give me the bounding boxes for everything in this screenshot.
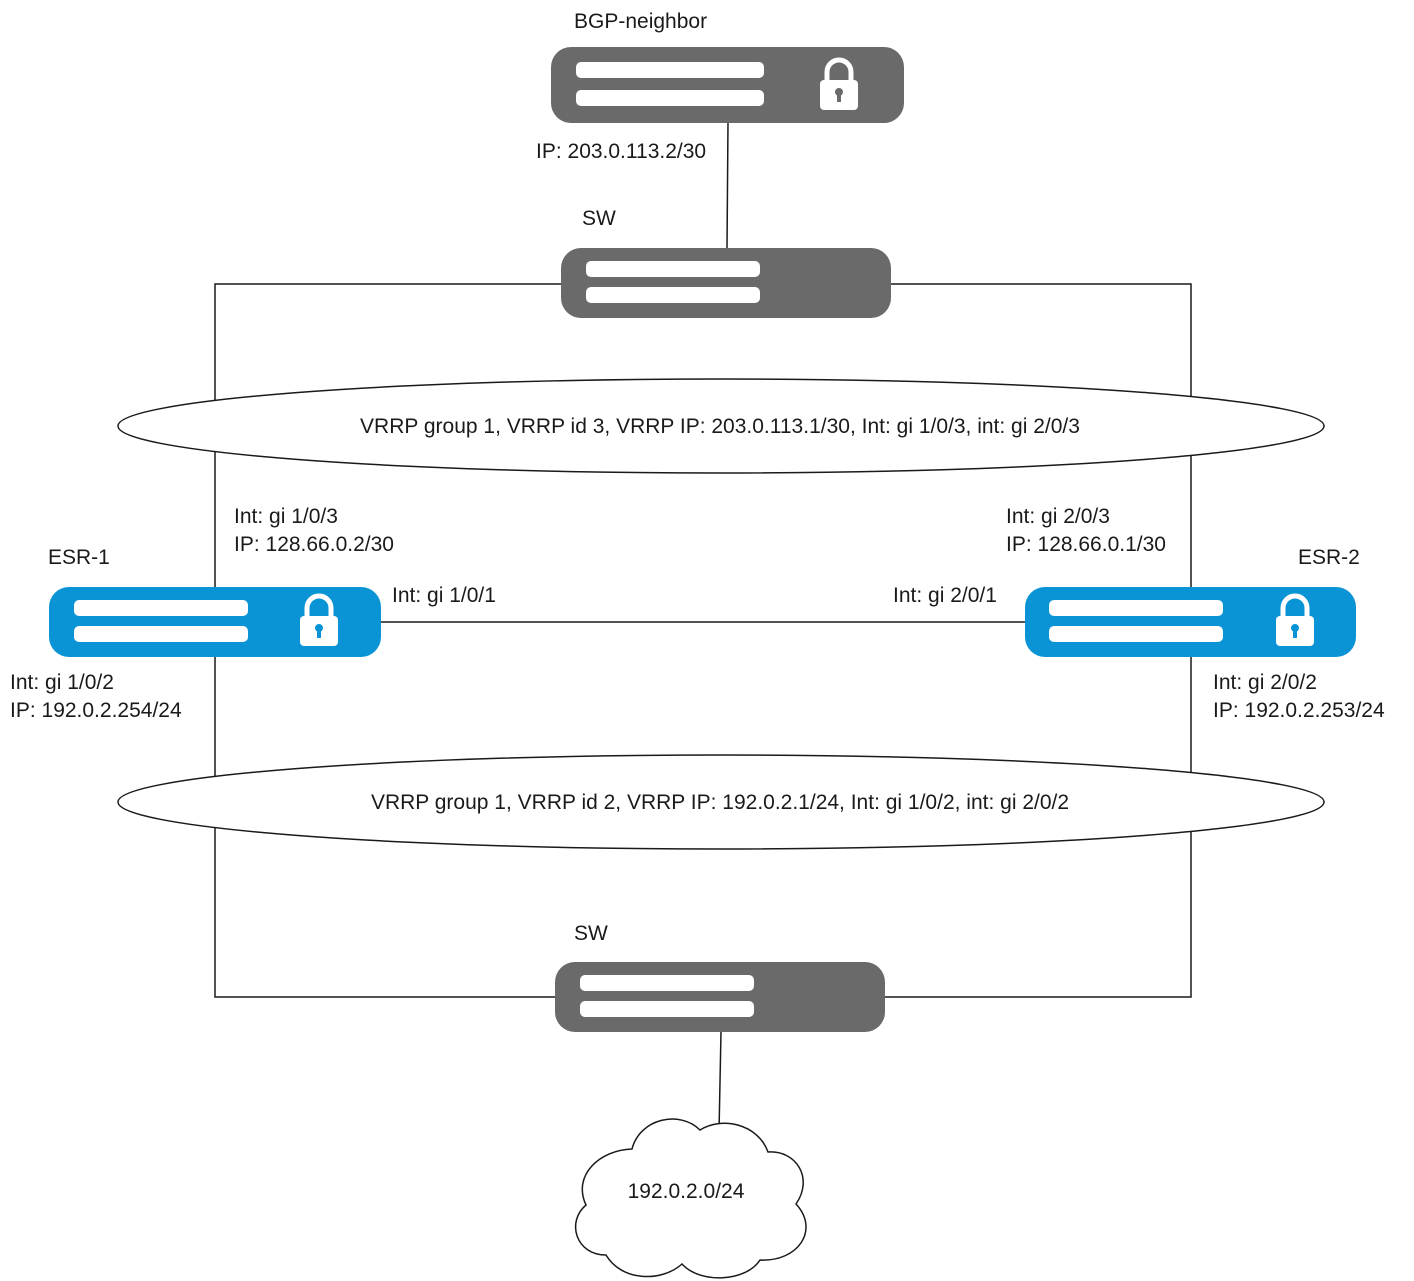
esr2-link-int: Int: gi 2/0/1: [893, 584, 997, 607]
lock-icon: [820, 57, 858, 110]
esr1-lan-int: Int: gi 1/0/2: [10, 671, 114, 694]
sw-top-port-1: [586, 261, 760, 277]
esr1-link-int: Int: gi 1/0/1: [392, 584, 496, 607]
connection-lines: [214, 121, 1192, 1133]
bgp-neighbor-port-2: [576, 90, 764, 106]
cloud-label: 192.0.2.0/24: [628, 1180, 745, 1203]
esr1-uplink-ip: IP: 128.66.0.2/30: [234, 533, 394, 556]
esr1-label: ESR-1: [48, 546, 110, 569]
sw-top-port-2: [586, 287, 760, 303]
bgp-neighbor-ip: IP: 203.0.113.2/30: [536, 140, 706, 163]
sw-bottom-port-1: [580, 975, 754, 991]
esr2-lan-int: Int: gi 2/0/2: [1213, 671, 1317, 694]
vrrp-ellipse-lower: [117, 754, 1325, 850]
esr2-lan-ip: IP: 192.0.2.253/24: [1213, 699, 1385, 722]
esr1-device: [49, 587, 381, 657]
esr2-label: ESR-2: [1298, 546, 1360, 569]
esr2-device: [1025, 587, 1356, 657]
sw-bottom-port-2: [580, 1001, 754, 1017]
sw-bottom-device: [555, 962, 885, 1032]
vrrp-label-upper: VRRP group 1, VRRP id 3, VRRP IP: 203.0.…: [360, 415, 1080, 438]
esr2-port-2: [1049, 626, 1223, 642]
esr1-lan-ip: IP: 192.0.2.254/24: [10, 699, 182, 722]
sw-bottom-body: [555, 962, 885, 1032]
link-bgp-to-sw-top: [726, 121, 729, 249]
esr1-port-2: [74, 626, 248, 642]
bgp-neighbor-device: [551, 47, 904, 123]
esr1-port-1: [74, 600, 248, 616]
esr2-uplink-ip: IP: 128.66.0.1/30: [1006, 533, 1166, 556]
link-esr1-to-sw-bottom: [214, 656, 556, 998]
bgp-neighbor-label: BGP-neighbor: [574, 10, 707, 33]
esr2-port-1: [1049, 600, 1223, 616]
link-sw-top-to-esr1: [214, 283, 562, 588]
esr2-uplink-int: Int: gi 2/0/3: [1006, 505, 1110, 528]
vrrp-label-lower: VRRP group 1, VRRP id 2, VRRP IP: 192.0.…: [371, 791, 1069, 814]
vrrp-group-lower: VRRP group 1, VRRP id 2, VRRP IP: 192.0.…: [117, 754, 1325, 850]
sw-top-label: SW: [582, 207, 616, 230]
bgp-neighbor-port-1: [576, 62, 764, 78]
lock-icon: [1276, 593, 1314, 646]
lock-icon: [300, 593, 338, 646]
vrrp-group-upper: VRRP group 1, VRRP id 3, VRRP IP: 203.0.…: [117, 378, 1325, 474]
link-sw-bottom-to-cloud: [718, 1031, 722, 1133]
link-sw-top-to-esr2: [890, 283, 1192, 588]
sw-top-device: [561, 248, 891, 318]
sw-bottom-label: SW: [574, 922, 608, 945]
link-esr2-to-sw-bottom: [884, 656, 1192, 998]
esr1-uplink-int: Int: gi 1/0/3: [234, 505, 338, 528]
sw-top-body: [561, 248, 891, 318]
vrrp-ellipse-upper: [117, 378, 1325, 474]
cloud-icon: [575, 1118, 807, 1279]
cloud-shape: [575, 1118, 807, 1279]
